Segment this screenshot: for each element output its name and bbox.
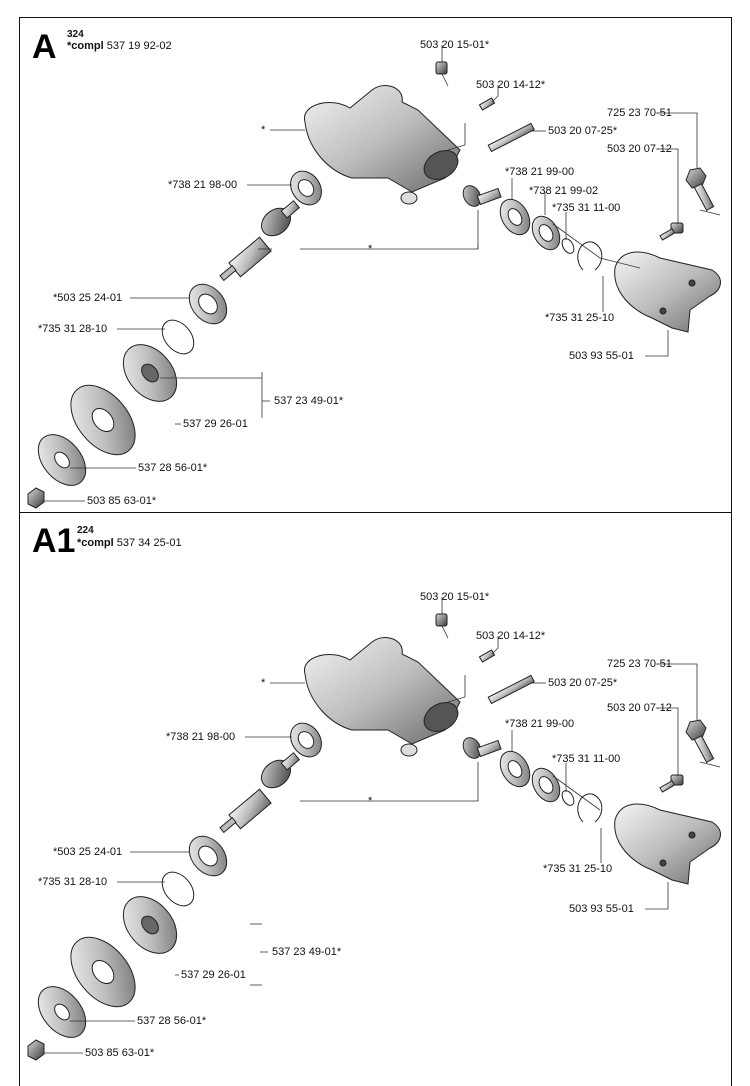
label-503-25-24-01: *503 25 24-01: [53, 846, 123, 858]
label-537-29-26-01: 537 29 26-01: [181, 969, 246, 981]
label-537-28-56-01: 537 28 56-01*: [137, 1015, 207, 1027]
label-503-20-14-12: 503 20 14-12*: [476, 79, 546, 91]
complete-assembly: *compl 537 19 92-02: [67, 40, 172, 52]
label-735-31-11-00: *735 31 11-00: [552, 753, 621, 765]
leader-lines-a1: [44, 597, 721, 1054]
label-738-21-99-00: *738 21 99-00: [505, 166, 575, 178]
label-503-20-07-25: 503 20 07-25*: [548, 125, 618, 137]
section-divider: [19, 512, 732, 513]
label-503-93-55-01: 503 93 55-01: [569, 903, 634, 915]
page-frame: [19, 17, 732, 1086]
assembly-drawing-a1: [27, 613, 721, 1061]
label-735-31-28-10: *735 31 28-10: [38, 323, 108, 335]
label-503-20-14-12: 503 20 14-12*: [476, 630, 546, 642]
label-gear-housing: *: [261, 677, 266, 689]
label-503-93-55-01: 503 93 55-01: [569, 350, 634, 362]
label-537-23-49-01: 537 23 49-01*: [272, 946, 342, 958]
label-537-28-56-01: 537 28 56-01*: [138, 462, 208, 474]
label-738-21-99-00: *738 21 99-00: [505, 718, 575, 730]
label-503-20-15-01: 503 20 15-01*: [420, 39, 490, 51]
model-number: 224: [77, 525, 94, 536]
label-725-23-70-51: 725 23 70-51: [607, 107, 672, 119]
label-738-21-98-00: *738 21 98-00: [168, 179, 238, 191]
label-735-31-25-10: *735 31 25-10: [545, 312, 615, 324]
label-725-23-70-51: 725 23 70-51: [607, 658, 672, 670]
label-735-31-25-10: *735 31 25-10: [543, 863, 613, 875]
label-735-31-11-00: *735 31 11-00: [552, 202, 621, 214]
compl-number: 537 19 92-02: [106, 40, 172, 52]
label-503-20-07-12: 503 20 07-12: [607, 143, 672, 155]
complete-assembly: *compl 537 34 25-01: [77, 537, 182, 549]
label-gear-housing: *: [261, 124, 266, 136]
label-503-85-63-01: 503 85 63-01*: [85, 1047, 155, 1059]
label-738-21-99-02: *738 21 99-02: [529, 185, 599, 197]
compl-prefix: *compl: [67, 40, 104, 52]
label-537-29-26-01: 537 29 26-01: [183, 418, 248, 430]
section-letter: A: [32, 28, 57, 66]
label-503-20-15-01: 503 20 15-01*: [420, 591, 490, 603]
compl-prefix: *compl: [77, 537, 114, 549]
label-503-25-24-01: *503 25 24-01: [53, 292, 123, 304]
leader-lines-a: [44, 45, 721, 502]
assembly-drawing-a: [27, 61, 721, 509]
label-503-85-63-01: 503 85 63-01*: [87, 495, 157, 507]
label-738-21-98-00: *738 21 98-00: [166, 731, 236, 743]
section-letter: A1: [32, 522, 76, 560]
label-735-31-28-10: *735 31 28-10: [38, 876, 108, 888]
model-number: 324: [67, 29, 84, 40]
label-503-20-07-12: 503 20 07-12: [607, 702, 672, 714]
label-537-23-49-01: 537 23 49-01*: [274, 395, 344, 407]
label-503-20-07-25: 503 20 07-25*: [548, 677, 618, 689]
compl-number: 537 34 25-01: [116, 537, 182, 549]
